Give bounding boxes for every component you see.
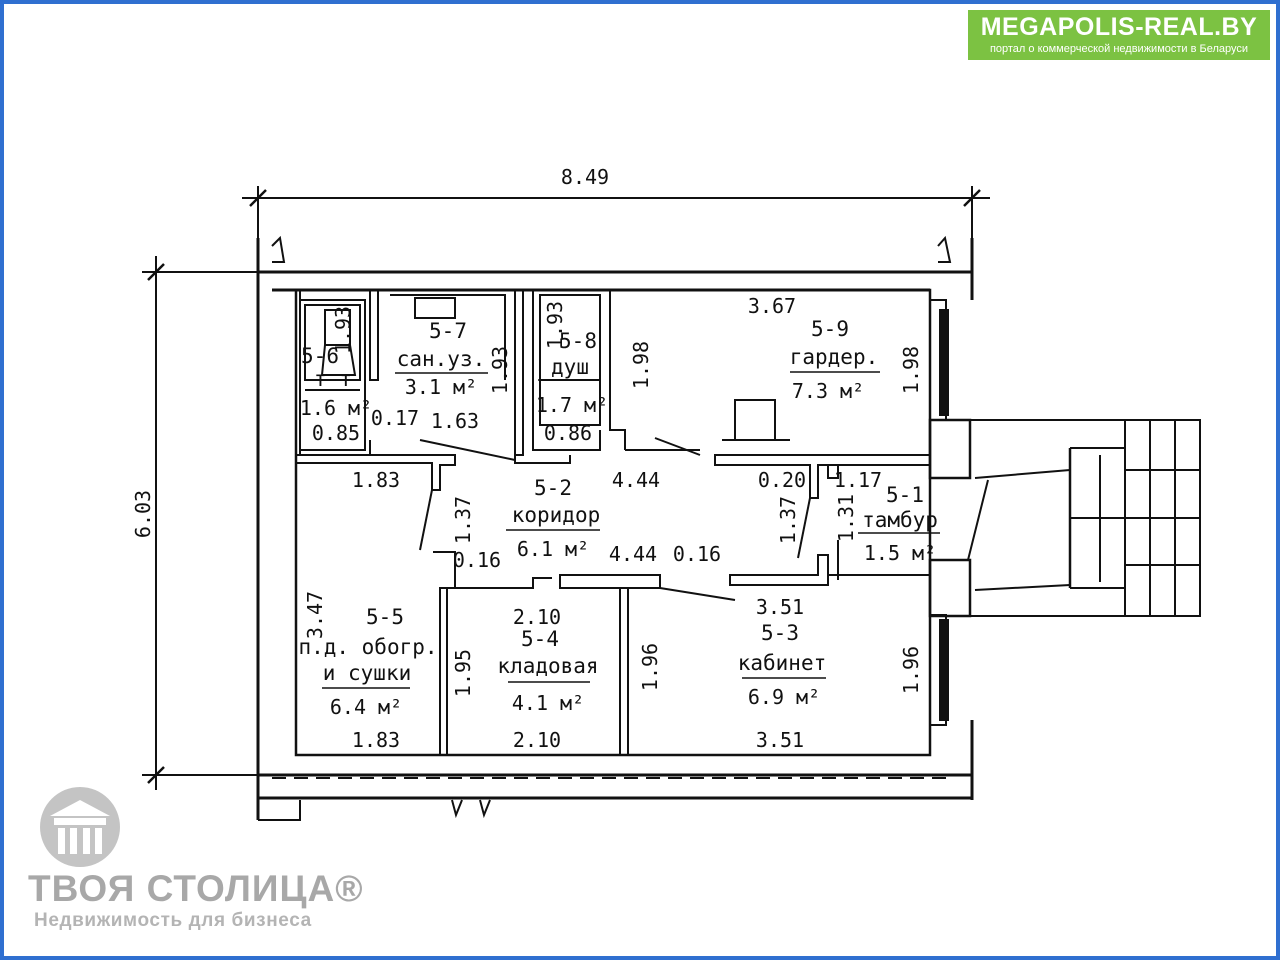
room-5-1-dim-3: 1.37 (776, 496, 800, 544)
building-columns-icon (40, 787, 120, 867)
room-5-2-number: 5-2 (534, 476, 572, 500)
site-tagline: портал о коммерческой недвижимости в Бел… (989, 43, 1249, 55)
room-5-1-area: 1.5 м² (864, 541, 936, 565)
room-5-2-dim-1: 4.44 (612, 468, 660, 492)
room-5-1-number: 5-1 (886, 483, 924, 507)
room-5-9-name: гардер. (790, 345, 879, 369)
room-5-6-name: т-т (314, 367, 352, 391)
room-5-6-number: 5-6 (301, 344, 339, 368)
room-5-1-dim-2: 1.17 (834, 468, 882, 492)
room-5-8-name: душ (551, 355, 589, 379)
room-5-6-dim-2: 0.85 (312, 421, 360, 445)
room-5-8-dim-1: 1.93 (543, 301, 567, 349)
room-5-5-number: 5-5 (366, 605, 404, 629)
room-5-4: 2.10 5-4 кладовая 4.1 м² 1.95 2.10 (451, 605, 599, 752)
room-5-8-dim-3: 1.98 (629, 341, 653, 389)
room-5-5-dim-1: 1.83 (352, 468, 400, 492)
watermark-title: ТВОЯ СТОЛИЦА® (28, 868, 364, 909)
room-5-4-dim-2: 1.95 (451, 649, 475, 697)
room-5-9: 3.67 5-9 гардер. 7.3 м² 1.98 (748, 294, 923, 403)
room-5-2-area: 6.1 м² (517, 537, 589, 561)
overall-height-label: 6.03 (131, 490, 155, 538)
room-5-4-number: 5-4 (521, 627, 559, 651)
room-5-6: 1.93 5-6 т-т 1.6 м² 0.85 0.17 (300, 306, 419, 445)
room-5-3-dim-4: 1.96 (899, 646, 923, 694)
room-5-4-dim-1: 2.10 (513, 605, 561, 629)
room-5-2: 5-2 коридор 6.1 м² 4.44 1.37 0.16 4.44 0… (451, 468, 721, 572)
room-5-6-dim-1: 1.93 (331, 306, 355, 354)
room-5-3-dim-1: 3.51 (756, 595, 804, 619)
room-5-2-dim-5: 0.16 (673, 542, 721, 566)
watermark-subtitle: Недвижимость для бизнеса (34, 910, 312, 931)
room-5-6-area: 1.6 м² (300, 396, 372, 420)
room-5-3-dim-2: 1.96 (638, 643, 662, 691)
room-5-9-area: 7.3 м² (792, 379, 864, 403)
room-5-9-dim-2: 1.98 (899, 346, 923, 394)
room-5-5-area: 6.4 м² (330, 695, 402, 719)
room-5-7: 5-7 сан.уз. 3.1 м² 1.93 1.63 (397, 319, 512, 433)
room-5-6-dim-3: 0.17 (371, 406, 419, 430)
room-5-3-name: кабинет (738, 651, 827, 675)
room-5-9-dim-1: 3.67 (748, 294, 796, 318)
room-5-1-name: тамбур (862, 508, 938, 532)
room-5-4-name: кладовая (497, 654, 598, 678)
room-5-1-dim-1: 0.20 (758, 468, 806, 492)
room-5-3-dim-3: 3.51 (756, 728, 804, 752)
room-5-5-dim-3: 1.83 (352, 728, 400, 752)
site-logo-badge[interactable]: MEGAPOLIS-REAL.BY портал о коммерческой … (968, 10, 1270, 60)
room-5-3-area: 6.9 м² (748, 685, 820, 709)
room-5-8: 1.93 5-8 душ 1.7 м² 0.86 1.98 (536, 301, 653, 445)
room-5-7-area: 3.1 м² (405, 375, 477, 399)
room-5-8-number: 5-8 (559, 329, 597, 353)
room-5-7-dim-2: 1.63 (431, 409, 479, 433)
room-5-7-number: 5-7 (429, 319, 467, 343)
room-5-3-number: 5-3 (761, 621, 799, 645)
room-5-5: 1.83 3.47 5-5 п.д. обогр. и сушки 6.4 м²… (298, 468, 437, 752)
room-5-1: 0.20 1.17 1.37 1.31 5-1 тамбур 1.5 м² (758, 468, 938, 565)
room-5-5-dim-2: 3.47 (303, 591, 327, 639)
room-5-1-dim-4: 1.31 (834, 494, 858, 542)
room-5-2-dim-2: 1.37 (451, 496, 475, 544)
room-5-9-number: 5-9 (811, 317, 849, 341)
overall-width-label: 8.49 (561, 165, 609, 189)
site-name: MEGAPOLIS-REAL.BY (980, 13, 1258, 41)
room-5-7-name: сан.уз. (397, 347, 486, 371)
room-5-5-name-line-2: и сушки (323, 661, 412, 685)
room-5-5-name: п.д. обогр. (298, 635, 437, 659)
room-5-2-name: коридор (512, 503, 601, 527)
room-5-7-dim-1: 1.93 (488, 346, 512, 394)
room-5-3: 3.51 5-3 кабинет 6.9 м² 1.96 3.51 1.96 (638, 595, 923, 752)
room-5-2-dim-4: 4.44 (609, 542, 657, 566)
room-5-4-dim-3: 2.10 (513, 728, 561, 752)
room-5-4-area: 4.1 м² (512, 691, 584, 715)
room-5-2-dim-3: 0.16 (453, 548, 501, 572)
room-5-8-area: 1.7 м² (536, 393, 608, 417)
room-5-8-dim-2: 0.86 (544, 421, 592, 445)
